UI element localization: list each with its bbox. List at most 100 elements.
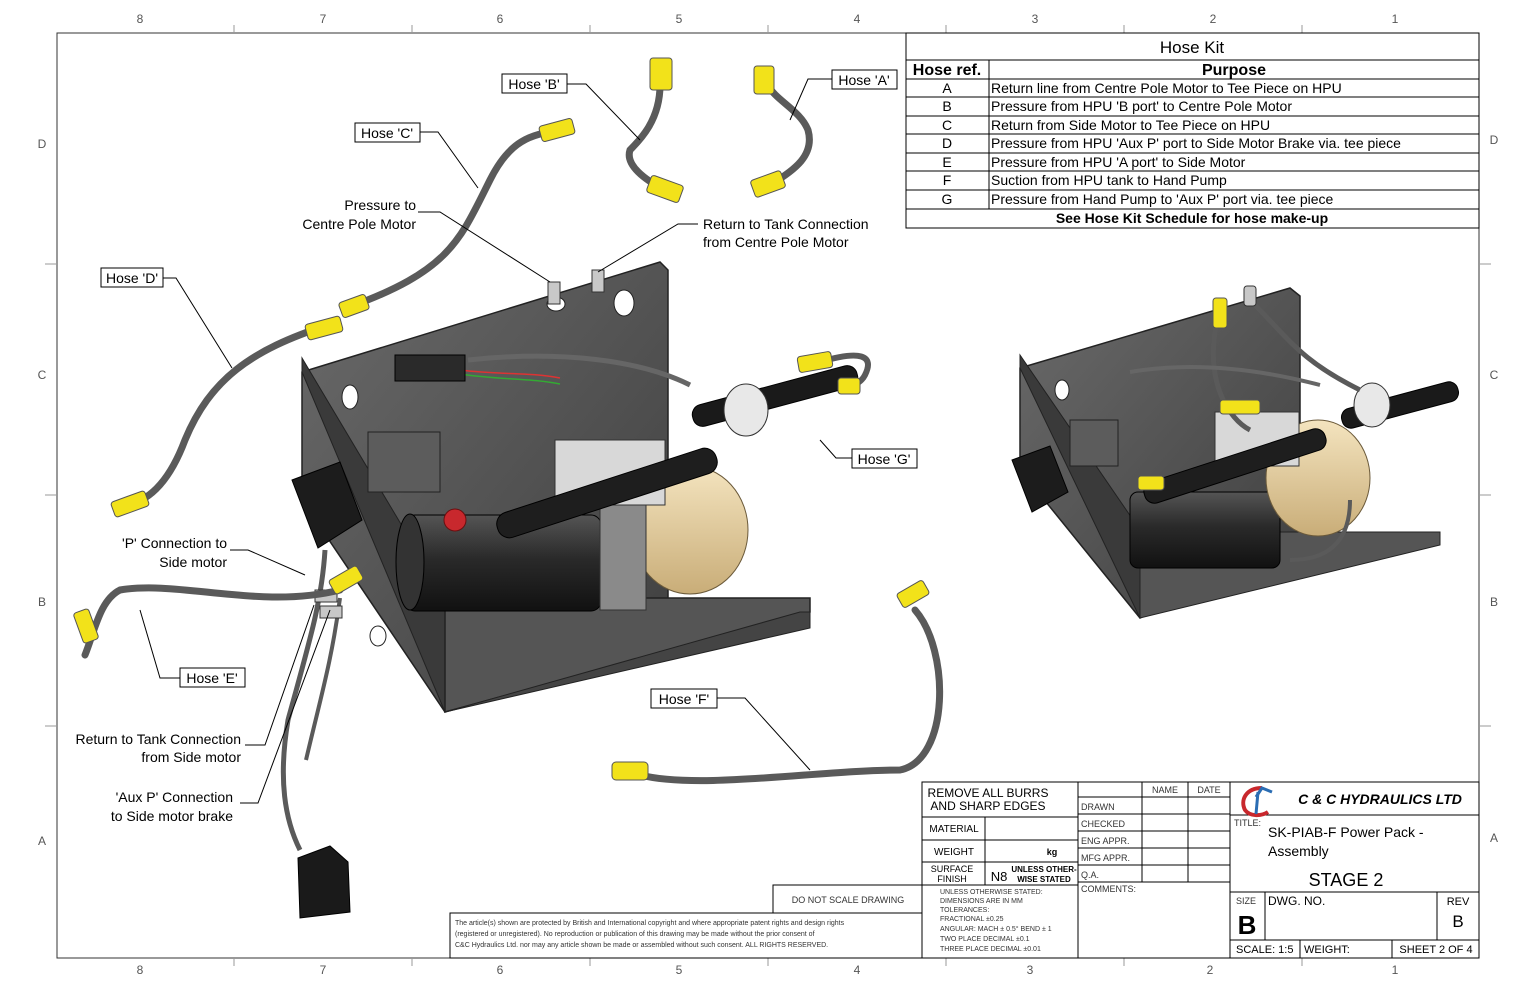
hose-kit-purpose-a: Return line from Centre Pole Motor to Te… bbox=[991, 80, 1342, 96]
zone-bottom-4: 4 bbox=[854, 963, 861, 977]
hose-kit-ref-e: E bbox=[942, 154, 951, 170]
copyright-line-2: (registered or unregistered). No reprodu… bbox=[455, 931, 815, 938]
hose-kit-ref-d: D bbox=[942, 135, 952, 151]
hose-kit-ref-a: A bbox=[942, 80, 952, 96]
hose-kit-ref-f: F bbox=[943, 172, 952, 188]
drawing-title-1: SK-PIAB-F Power Pack - bbox=[1268, 824, 1424, 840]
size-value: B bbox=[1238, 910, 1257, 940]
zone-top-2: 2 bbox=[1210, 12, 1217, 26]
svg-text:Hose 'B': Hose 'B' bbox=[508, 76, 559, 92]
role-drawn: DRAWN bbox=[1081, 802, 1115, 812]
svg-text:Hose 'C': Hose 'C' bbox=[361, 125, 413, 141]
surface-finish-2: FINISH bbox=[937, 874, 967, 884]
role-qa: Q.A. bbox=[1081, 870, 1099, 880]
rev-value: B bbox=[1452, 912, 1463, 931]
hose-d-line bbox=[124, 321, 332, 509]
do-not-scale: DO NOT SCALE DRAWING bbox=[792, 895, 905, 905]
role-eng-appr: ENG APPR. bbox=[1081, 836, 1130, 846]
zone-labels-top: 8 7 6 5 4 3 2 1 bbox=[137, 12, 1399, 26]
unless-line-2: WISE STATED bbox=[1017, 875, 1071, 884]
callout-hose-f: Hose 'F' bbox=[650, 688, 718, 709]
weight-unit: kg bbox=[1047, 847, 1058, 857]
zone-bottom-5: 5 bbox=[676, 963, 683, 977]
drawing-title-2: Assembly bbox=[1268, 843, 1329, 859]
hose-a-line bbox=[764, 81, 813, 189]
tolerance-line-6: TWO PLACE DECIMAL ±0.1 bbox=[940, 936, 1030, 943]
svg-text:Return to Tank Connection: Return to Tank Connection bbox=[75, 731, 241, 747]
zone-right-b: B bbox=[1490, 595, 1498, 609]
zone-bottom-8: 8 bbox=[137, 963, 144, 977]
burrs-line-1: REMOVE ALL BURRS bbox=[928, 786, 1049, 800]
hose-c-line bbox=[348, 126, 564, 310]
weight-label: WEIGHT bbox=[934, 847, 974, 858]
size-label: SIZE bbox=[1236, 896, 1256, 906]
leader-lines bbox=[139, 78, 852, 804]
svg-text:Return to Tank Connection: Return to Tank Connection bbox=[703, 216, 869, 232]
hose-kit-purpose-c: Return from Side Motor to Tee Piece on H… bbox=[991, 117, 1270, 133]
hose-kit-purpose-f: Suction from HPU tank to Hand Pump bbox=[991, 172, 1227, 188]
svg-text:'Aux P' Connection: 'Aux P' Connection bbox=[116, 789, 233, 805]
hose-fittings bbox=[73, 57, 930, 781]
zone-bottom-3: 3 bbox=[1027, 963, 1034, 977]
copyright-line-3: C&C Hydraulics Ltd. nor may any article … bbox=[455, 942, 828, 949]
zone-top-1: 1 bbox=[1392, 12, 1399, 26]
scale-label: SCALE: 1:5 bbox=[1236, 944, 1293, 956]
role-comments: COMMENTS: bbox=[1081, 884, 1136, 894]
svg-text:Hose 'D': Hose 'D' bbox=[106, 270, 158, 286]
hose-e-line bbox=[81, 584, 344, 659]
note-return-centre: Return to Tank Connection from Centre Po… bbox=[703, 216, 869, 250]
zone-bottom-6: 6 bbox=[497, 963, 504, 977]
material-label: MATERIAL bbox=[929, 824, 979, 835]
note-p-side: 'P' Connection to Side motor bbox=[122, 535, 227, 570]
col-date: DATE bbox=[1197, 785, 1220, 795]
callout-hose-e: Hose 'E' bbox=[179, 667, 246, 688]
callout-hose-g: Hose 'G' bbox=[851, 448, 918, 469]
tolerance-line-2: DIMENSIONS ARE IN MM bbox=[940, 898, 1023, 905]
zone-bottom-7: 7 bbox=[320, 963, 327, 977]
zone-top-5: 5 bbox=[676, 12, 683, 26]
power-pack-main bbox=[280, 261, 859, 919]
sheet-label: SHEET 2 OF 4 bbox=[1399, 944, 1472, 956]
surface-finish-value: N8 bbox=[991, 869, 1008, 884]
zone-left-c: C bbox=[38, 368, 47, 382]
tolerance-line-7: THREE PLACE DECIMAL ±0.01 bbox=[940, 946, 1041, 953]
zone-top-3: 3 bbox=[1032, 12, 1039, 26]
power-pack-secondary bbox=[1011, 285, 1460, 619]
zone-right-d: D bbox=[1490, 133, 1499, 147]
callout-hose-d: Hose 'D' bbox=[100, 267, 164, 288]
hose-kit-purpose-g: Pressure from Hand Pump to 'Aux P' port … bbox=[991, 191, 1333, 207]
svg-text:Hose 'E': Hose 'E' bbox=[186, 670, 237, 686]
hose-kit-col-ref: Hose ref. bbox=[913, 62, 981, 79]
callout-hose-c: Hose 'C' bbox=[354, 122, 421, 143]
company-logo bbox=[1241, 786, 1273, 818]
tolerance-line-5: ANGULAR: MACH ± 0.5° BEND ± 1 bbox=[940, 925, 1052, 933]
zone-ticks bbox=[45, 25, 1491, 966]
rev-label: REV bbox=[1447, 896, 1470, 908]
copyright-line-1: The article(s) shown are protected by Br… bbox=[455, 920, 845, 927]
zone-top-6: 6 bbox=[497, 12, 504, 26]
svg-text:to Side motor brake: to Side motor brake bbox=[111, 808, 233, 824]
weight-field-label: WEIGHT: bbox=[1304, 944, 1350, 956]
tolerance-line-4: FRACTIONAL ±0.25 bbox=[940, 916, 1004, 923]
tolerance-line-3: TOLERANCES: bbox=[940, 907, 989, 914]
company-name: C & C HYDRAULICS LTD bbox=[1298, 791, 1462, 807]
hose-kit-title: Hose Kit bbox=[1160, 38, 1225, 57]
title-label: TITLE: bbox=[1234, 818, 1261, 828]
svg-text:'P' Connection to: 'P' Connection to bbox=[122, 535, 227, 551]
surface-finish-1: SURFACE bbox=[931, 864, 974, 874]
role-mfg-appr: MFG APPR. bbox=[1081, 853, 1130, 863]
title-block: The article(s) shown are protected by Br… bbox=[449, 781, 1480, 959]
zone-top-7: 7 bbox=[320, 12, 327, 26]
zone-left-d: D bbox=[38, 137, 47, 151]
hose-kit-ref-b: B bbox=[942, 98, 951, 114]
hose-f-line bbox=[636, 606, 944, 785]
stage-label: STAGE 2 bbox=[1309, 870, 1384, 890]
callout-hose-a: Hose 'A' bbox=[831, 69, 898, 90]
zone-labels-side: D C B A D C B A bbox=[38, 133, 1499, 848]
hose-kit-footer: See Hose Kit Schedule for hose make-up bbox=[1056, 210, 1328, 226]
zone-right-c: C bbox=[1490, 368, 1499, 382]
tolerance-line-1: UNLESS OTHERWISE STATED: bbox=[940, 889, 1043, 896]
callout-hose-b: Hose 'B' bbox=[501, 73, 568, 94]
zone-bottom-2: 2 bbox=[1207, 963, 1214, 977]
